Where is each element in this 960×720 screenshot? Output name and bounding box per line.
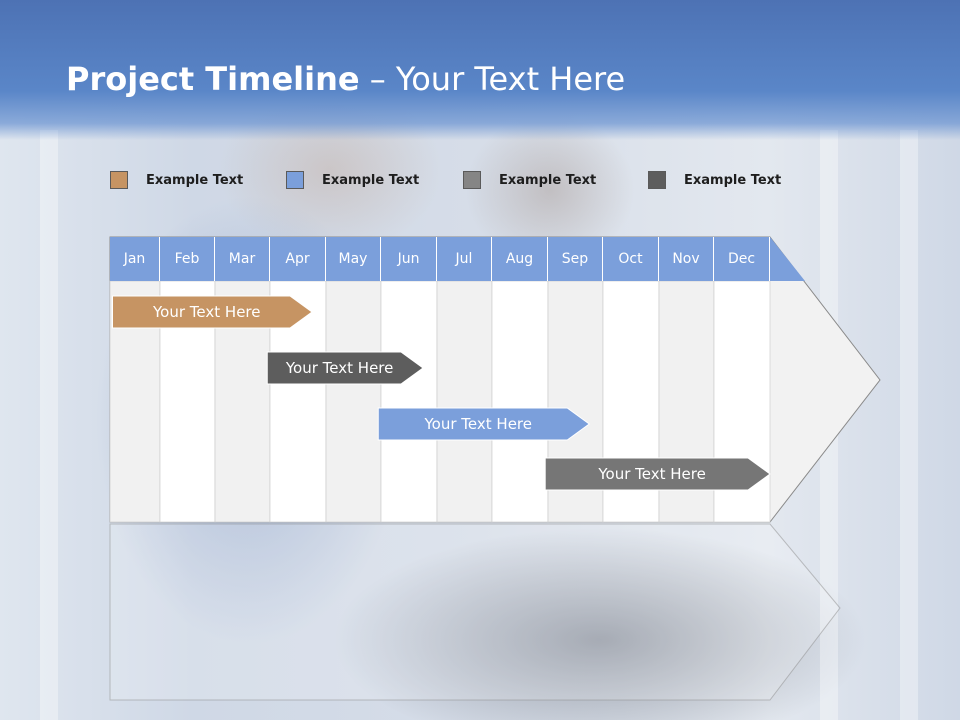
- slide-title: Project Timeline – Your Text Here: [66, 60, 625, 98]
- task-bar-1: [112, 295, 313, 329]
- month-column-jun: [380, 280, 438, 523]
- legend-item-3: Example Text: [463, 170, 596, 190]
- month-jul: Jul: [437, 237, 492, 281]
- month-jun: Jun: [381, 237, 437, 281]
- legend-label-4: Example Text: [684, 172, 782, 188]
- month-dec: Dec: [714, 237, 770, 281]
- month-column-jul: [436, 280, 493, 523]
- task-bar-3: [377, 407, 591, 441]
- task-label-2: Your Text Here: [285, 359, 394, 377]
- task-bar-2: [266, 351, 424, 385]
- task-label-3: Your Text Here: [424, 415, 532, 433]
- timeline-reflection: [109, 523, 841, 701]
- task-label-1: Your Text Here: [153, 303, 261, 321]
- slide-title-rest: – Your Text Here: [359, 60, 626, 98]
- legend-swatch-4: [648, 171, 666, 189]
- legend-swatch-3: [463, 171, 481, 189]
- month-may: May: [326, 237, 381, 281]
- month-column-aug: [491, 280, 549, 523]
- month-nov: Nov: [659, 237, 714, 281]
- month-apr: Apr: [270, 237, 326, 281]
- legend-label-2: Example Text: [322, 172, 420, 188]
- task-bar-4: [544, 457, 771, 491]
- month-mar: Mar: [215, 237, 270, 281]
- legend-item-1: Example Text: [110, 170, 243, 190]
- task-bars: [112, 295, 771, 491]
- legend-item-4: Example Text: [648, 170, 781, 190]
- month-sep: Sep: [548, 237, 603, 281]
- slide-title-strong: Project Timeline: [66, 60, 360, 98]
- month-oct: Oct: [603, 237, 659, 281]
- legend-swatch-2: [286, 171, 304, 189]
- month-header-row: Jan Feb Mar Apr May Jun Jul Aug Sep Oct …: [110, 237, 770, 281]
- legend-item-2: Example Text: [286, 170, 419, 190]
- month-feb: Feb: [160, 237, 215, 281]
- month-jan: Jan: [110, 237, 160, 281]
- legend-swatch-1: [110, 171, 128, 189]
- legend-label-1: Example Text: [146, 172, 244, 188]
- timeline-arrow-header-tip: [770, 237, 805, 281]
- legend-label-3: Example Text: [499, 172, 597, 188]
- task-label-4: Your Text Here: [598, 465, 706, 483]
- month-column-may: [325, 280, 382, 523]
- title-banner: [0, 0, 960, 140]
- month-aug: Aug: [492, 237, 548, 281]
